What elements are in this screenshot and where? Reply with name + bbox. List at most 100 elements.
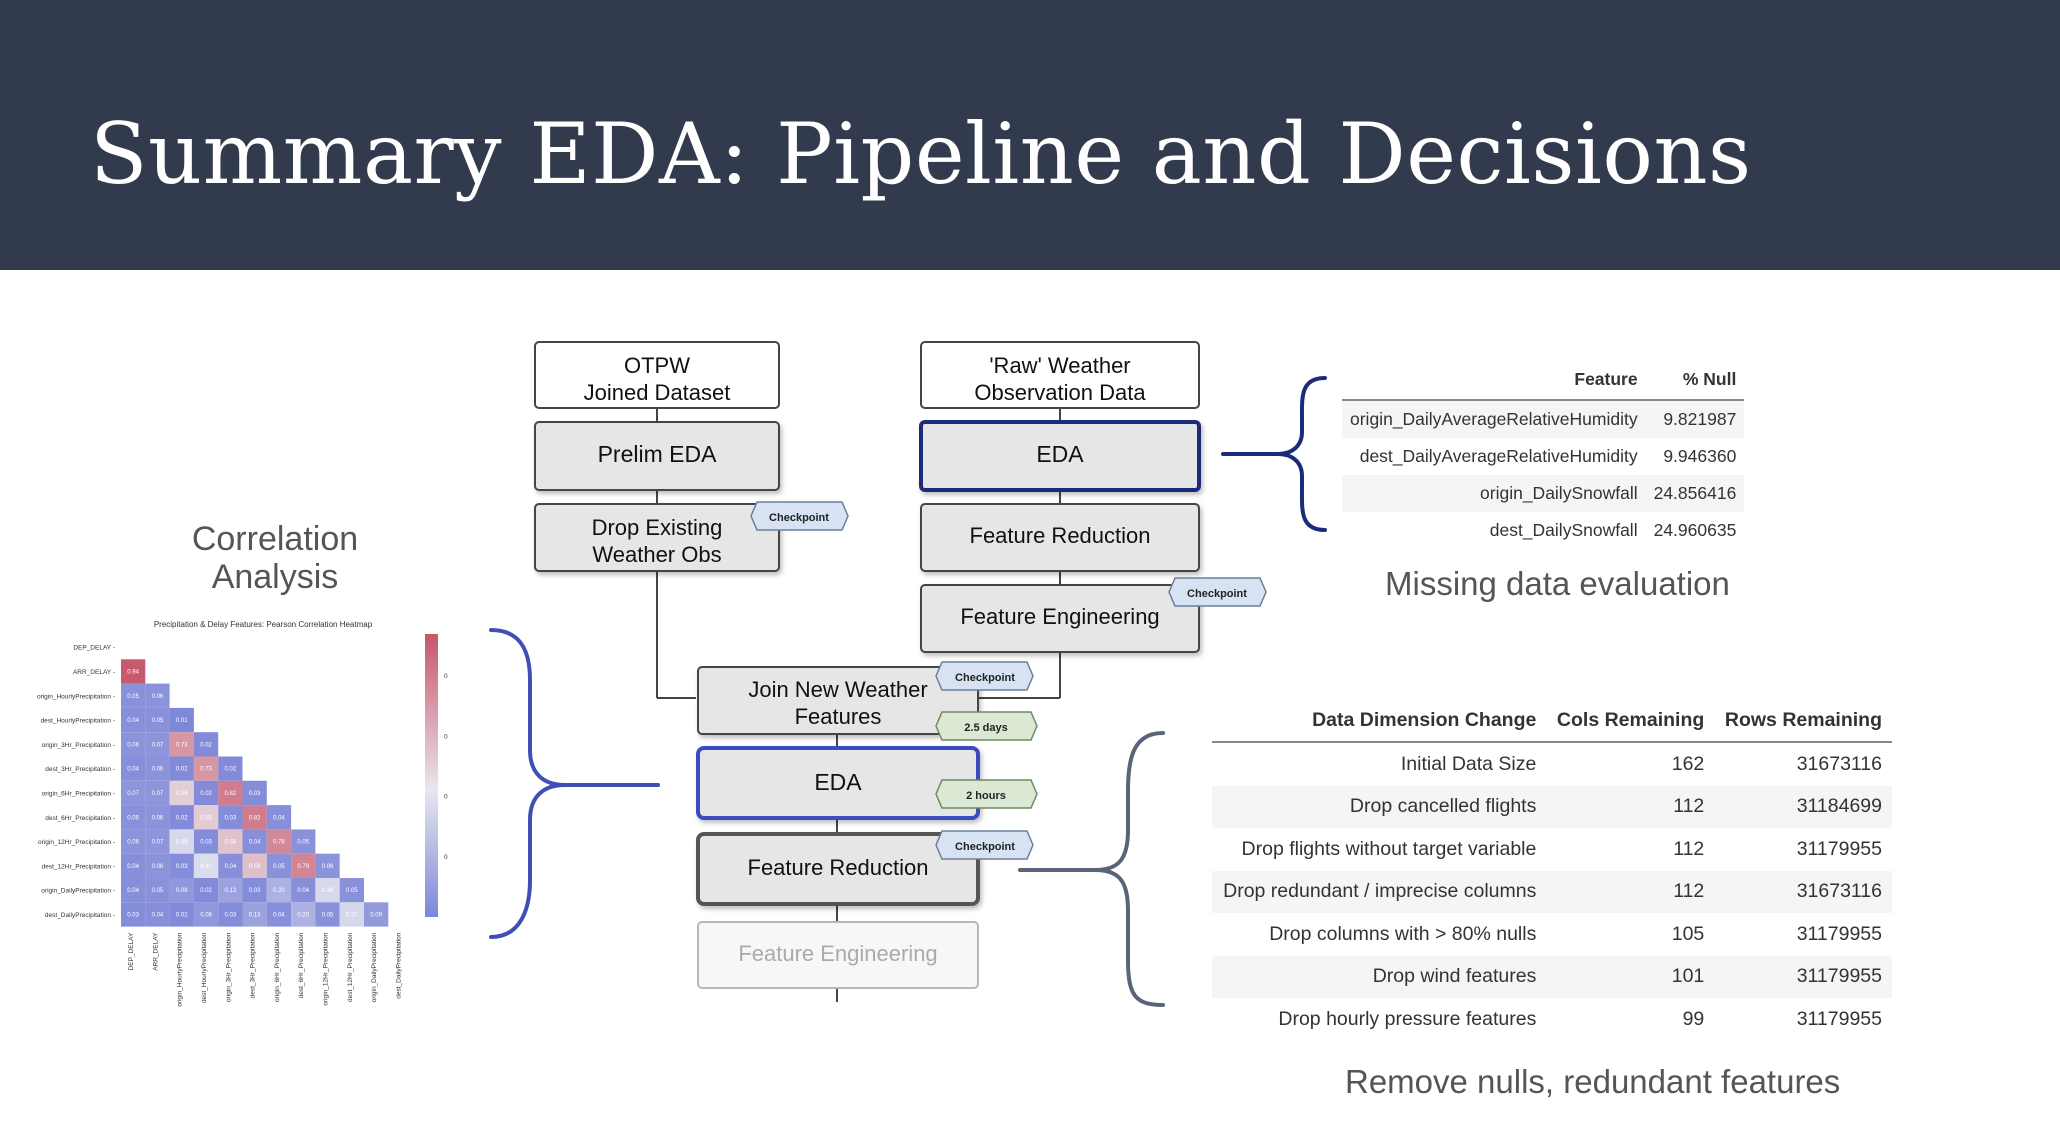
heatmap-cell-value: 0.04 [127,718,139,724]
heatmap-cell-value: 0.04 [249,840,261,846]
heatmap-cell [193,805,219,830]
heatmap-cell-value: 0.03 [225,912,237,918]
heatmap-cell [121,756,146,781]
heatmap-cell [121,829,146,854]
heatmap-cell-value: 0.20 [273,888,285,894]
heatmap-cell [291,902,316,927]
heatmap-cell-value: 0.13 [249,912,261,918]
heatmap-cell [242,805,267,830]
heatmap-cell [121,805,146,830]
heatmap-cell-value: 0.06 [152,815,164,821]
heatmap-cell [169,707,194,733]
table-cell: 112 [1546,785,1715,828]
table-cell: 31184699 [1714,785,1892,828]
otpw-line-1: OTPW [624,353,690,378]
heatmap-cell [169,902,194,927]
dim-header-cols: Cols Remaining [1546,700,1715,743]
heatmap-cell [121,853,146,878]
heatmap-cell [242,829,267,854]
heatmap-row-label: origin_6Hr_Precipitation - [42,790,115,797]
heatmap-cell-value: 0.07 [152,840,164,846]
heatmap-cell-value: 0.58 [225,840,237,846]
table-cell: 24.856416 [1645,475,1745,512]
heatmap-cell [218,805,243,830]
heatmap-cell-value: 0.78 [273,840,285,846]
joined-feature-engineering-box: Feature Engineering [697,921,979,989]
checkpoint-tag-label: Checkpoint [955,841,1015,853]
table-cell: Drop flights without target variable [1241,837,1537,860]
table-cell: origin_DailyAverageRelativeHumidity [1342,400,1646,438]
missing-data-bracket [1221,376,1327,532]
heatmap-cell [193,878,219,903]
heatmap-cell [218,853,243,878]
time-tag-label: 2 hours [966,790,1006,802]
weather-eda-box: EDA [919,420,1201,492]
join-line-2: Features [795,704,882,729]
weather-feature-reduction-label: Feature Reduction [970,523,1151,548]
table-cell: dest_DailyAverageRelativeHumidity [1359,446,1638,466]
heatmap-cell [121,659,146,684]
heatmap-col-label: origin_6Hr_Precipitation [274,932,281,1002]
heatmap-cell-value: 0.59 [249,864,261,870]
heatmap-cell [169,829,194,854]
heatmap-cell-value: 0.03 [249,791,261,797]
table-cell: 31673116 [1796,752,1882,775]
heatmap-cell-value: 0.55 [200,815,212,821]
table-cell: origin_DailySnowfall [1342,475,1646,512]
heatmap-cell-value: 0.05 [127,694,139,700]
heatmap-cell [169,732,194,757]
table-cell: 31179955 [1796,837,1882,860]
missing-header-feature: Feature [1342,360,1646,401]
dim-header-change: Data Dimension Change [1212,700,1547,743]
table-row: Drop columns with > 80% nulls 105 311799… [1212,913,1892,956]
table-row: Drop redundant / imprecise columns 112 3… [1212,870,1892,913]
heatmap-cell [145,878,170,903]
heatmap-cell-value: 0.07 [152,742,164,748]
colorbar-tick: 0.8 [444,673,448,680]
time-tag: 2 hours [935,779,1038,809]
checkpoint-tag-label: Checkpoint [769,512,829,524]
heatmap-row-label: dest_3Hr_Precipitation - [45,766,115,773]
raw-weather-box: 'Raw' Weather Observation Data [920,341,1200,409]
otpw-line-2: Joined Dataset [584,380,731,405]
heatmap-cell [169,878,194,903]
heatmap-cell-value: 0.04 [127,767,139,773]
heatmap-cell [121,780,146,806]
heatmap-cell-value: 0.04 [152,912,164,918]
joined-feature-engineering-label: Feature Engineering [738,941,937,966]
heatmap-cell [242,780,267,806]
heatmap-col-label: origin_12Hr_Precipitation [323,932,330,1005]
heatmap-cell-value: 0.02 [176,912,188,918]
heatmap-cell-value: 0.06 [152,864,164,870]
table-cell: 162 [1671,752,1705,775]
heatmap-cell-value: 0.73 [200,767,212,773]
weather-feature-engineering-box: Feature Engineering [920,584,1200,653]
heatmap-cell [145,902,170,927]
heatmap-cell [266,805,292,830]
checkpoint-tag-label: Checkpoint [955,672,1015,684]
heatmap-cell-value: 0.05 [127,815,139,821]
heatmap-cell [145,853,170,878]
heatmap-cell-value: 0.20 [297,912,309,918]
heatmap-cell-value: 0.06 [152,767,164,773]
heatmap-cell [218,756,243,781]
heatmap-cell-value: 0.04 [273,912,285,918]
join-line-1: Join New Weather [748,677,927,702]
heatmap-cell [121,683,146,708]
weather-eda-label: EDA [1036,441,1084,467]
title-bar [0,0,2060,270]
heatmap-cell-value: 0.04 [127,864,139,870]
heatmap-cell-value: 0.06 [322,864,334,870]
heatmap-cell [315,853,340,878]
heatmap-cell-value: 0.09 [370,912,382,918]
heatmap-cell [145,829,170,854]
correlation-bracket [489,628,660,939]
heatmap-cell [145,732,170,757]
heatmap-cell-value: 0.06 [127,742,139,748]
heatmap-col-label: dest_6Hr_Precipitation [298,932,305,998]
heatmap-cell [121,902,146,927]
heatmap-row-label: dest_DailyPrecipitation - [45,912,115,919]
heatmap-cell-value: 0.03 [249,888,261,894]
heatmap-cell [266,902,292,927]
